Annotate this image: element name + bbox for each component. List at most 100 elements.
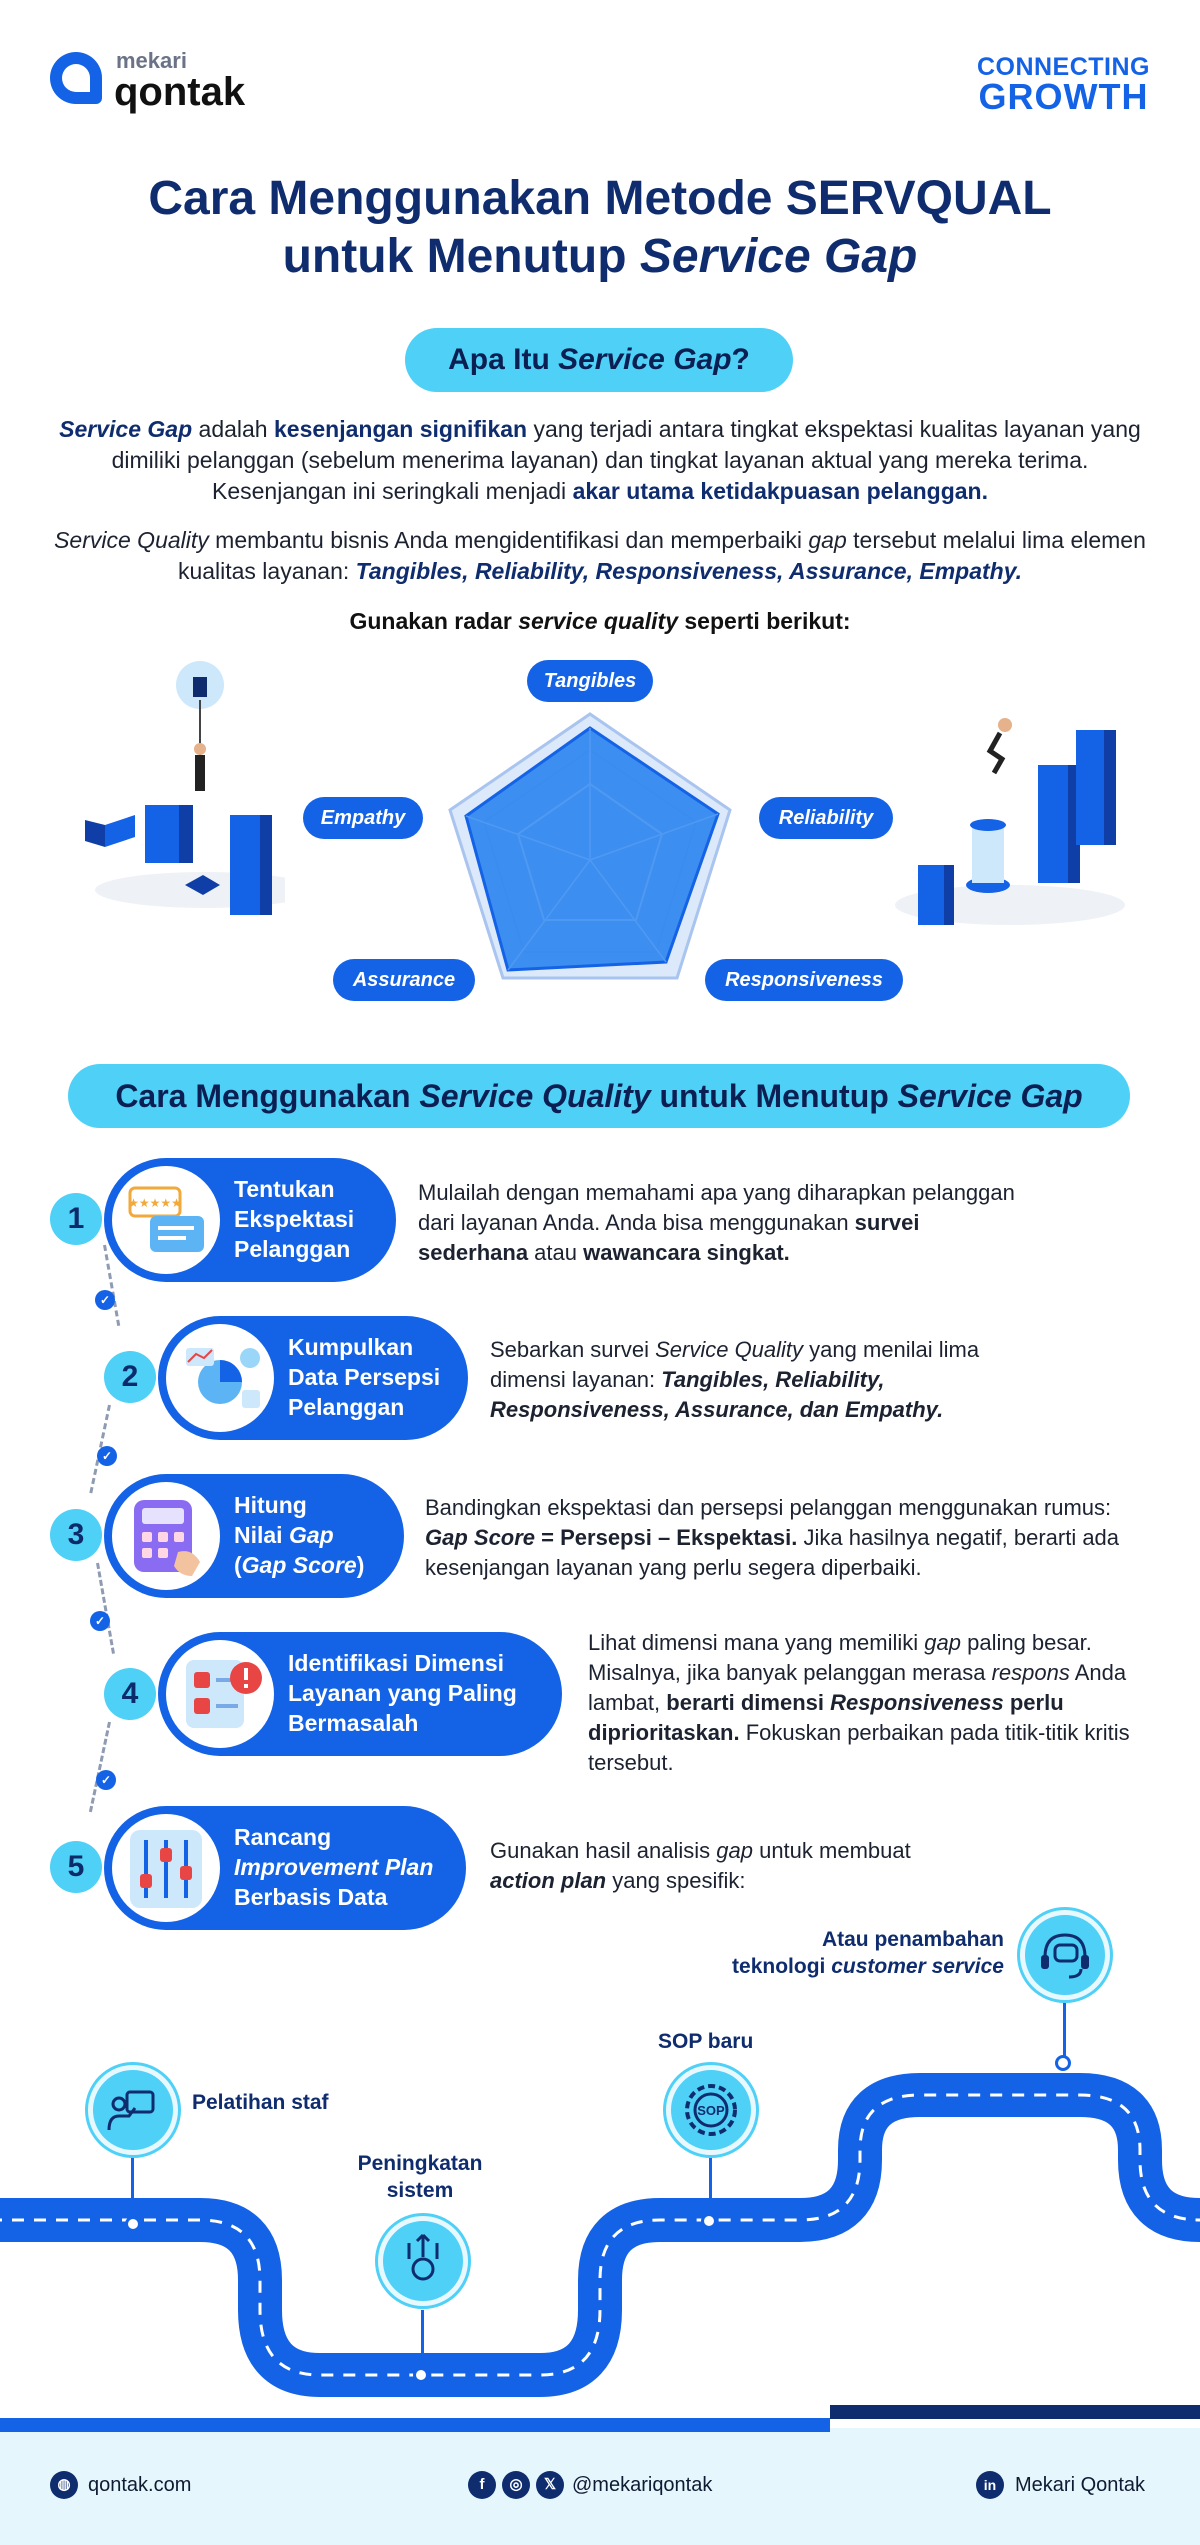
- system-improvement-icon: [378, 2216, 468, 2306]
- heading-a: Apa Itu: [448, 343, 559, 376]
- linkedin-icon[interactable]: in: [976, 2471, 1004, 2499]
- text-segment: Fokuskan perbaikan pada titik-titik krit…: [588, 1720, 1130, 1775]
- radar-axes: [465, 728, 719, 971]
- text-segment: kesenjangan signifikan: [274, 416, 528, 442]
- tagline-line2: GROWTH: [978, 75, 1149, 117]
- radar-caption-a: Gunakan radar: [349, 608, 519, 634]
- text-segment: survei sederhana: [418, 1210, 920, 1265]
- roadmap-road: [0, 2073, 1200, 2397]
- step-number: 3: [50, 1509, 102, 1561]
- text-segment: = Persepsi – Ekspektasi.: [535, 1525, 798, 1550]
- text-segment: wawancara singkat.: [583, 1240, 790, 1265]
- milestone-dot: [125, 2216, 141, 2232]
- text-segment: respons: [991, 1660, 1070, 1685]
- title-line2-b: Service Gap: [639, 229, 918, 283]
- teknologi-line2: teknologi customer service: [680, 1953, 1004, 1980]
- heading2-b: Service Quality: [419, 1078, 651, 1114]
- milestone-dot: [701, 2213, 717, 2229]
- text-segment: Gunakan hasil analisis: [490, 1838, 717, 1863]
- text-segment: tersebut melalui lima elemen kualitas la…: [177, 527, 1146, 584]
- checkmark-icon: ✓: [97, 1446, 117, 1466]
- title-line2-a: untuk Menutup: [282, 229, 640, 283]
- text-segment: berarti dimensi: [666, 1690, 831, 1715]
- teknologi-line1: Atau penambahan: [821, 1928, 1004, 1951]
- radar-label-reliability: Reliability: [759, 797, 893, 839]
- peningkatan-line1: Peningkatan: [357, 2152, 483, 2175]
- radar-data-area: [464, 726, 720, 972]
- radar-label-empathy: Empathy: [303, 797, 423, 839]
- radar-caption-b: service quality: [518, 608, 678, 634]
- instagram-icon[interactable]: ◎: [502, 2471, 530, 2499]
- footer-stripe-dark: [830, 2405, 1200, 2419]
- text-segment: gap: [716, 1838, 753, 1863]
- milestone-dot: [1055, 2055, 1071, 2071]
- text-segment: Nilai: [234, 1522, 289, 1548]
- radar-caption: Gunakan radar service quality seperti be…: [0, 608, 1200, 635]
- heading-c: ?: [731, 343, 750, 376]
- equalizer-plan-icon: [112, 1814, 220, 1922]
- text-segment: Gap Score: [425, 1525, 536, 1550]
- radar-label-responsiveness: Responsiveness: [705, 959, 903, 1001]
- text-segment: Bermasalah: [288, 1710, 419, 1736]
- text-segment: atau: [528, 1240, 584, 1265]
- text-segment: ): [356, 1552, 365, 1578]
- title-line1: Cara Menggunakan Metode SERVQUAL: [148, 172, 1052, 225]
- text-segment: Identifikasi Dimensi: [288, 1650, 505, 1676]
- step-description: Mulailah dengan memahami apa yang dihara…: [418, 1178, 1018, 1268]
- customer-service-icon: [1020, 1910, 1110, 2000]
- radar-chart: [448, 712, 732, 980]
- training-icon: [88, 2065, 178, 2155]
- text-segment: Tentukan: [234, 1176, 335, 1202]
- step-number: 4: [104, 1668, 156, 1720]
- text-segment: Jika hasilnya negatif, berarti ada kesen…: [425, 1525, 1120, 1580]
- text-segment: Service Quality: [54, 527, 209, 553]
- step-connector: [88, 1721, 111, 1813]
- text-segment: Improvement Plan: [234, 1854, 434, 1880]
- footer-social-handle[interactable]: @mekariqontak: [572, 2474, 713, 2496]
- definition-paragraph: Service Gap adalah kesenjangan signifika…: [50, 414, 1150, 507]
- qontak-logo-icon: [50, 52, 102, 104]
- text-segment: Rancang: [234, 1824, 332, 1850]
- teknologi-line2-a: teknologi: [732, 1955, 832, 1978]
- heading2-c: untuk Menutup: [650, 1078, 898, 1114]
- text-segment: gap: [924, 1630, 961, 1655]
- footer-stripe: [0, 2418, 830, 2432]
- text-segment: Kumpulkan: [288, 1334, 414, 1360]
- facebook-icon[interactable]: f: [468, 2471, 496, 2499]
- alert-checklist-icon: [166, 1640, 274, 1748]
- heading2-d: Service Gap: [897, 1078, 1083, 1114]
- sop-icon-text: SOP: [697, 2103, 725, 2118]
- step-description: Bandingkan ekspektasi dan persepsi pelan…: [425, 1493, 1125, 1583]
- text-segment: Layanan yang Paling: [288, 1680, 517, 1706]
- text-segment: Tangibles, Reliability, Responsiveness, …: [355, 558, 1023, 584]
- section-heading-how-to: Cara Menggunakan Service Quality untuk M…: [68, 1064, 1130, 1128]
- text-segment: Bandingkan ekspektasi dan persepsi pelan…: [425, 1495, 1112, 1520]
- step-number: 1: [50, 1193, 102, 1245]
- text-segment: Responsiveness: [830, 1690, 1004, 1715]
- text-segment: Berbasis Data: [234, 1884, 388, 1910]
- teknologi-line2-b: customer service: [831, 1955, 1004, 1978]
- text-segment: paling besar. Misalnya, jika banyak pela…: [588, 1630, 1092, 1685]
- tagline: CONNECTING GROWTH: [977, 55, 1150, 117]
- radar-label-tangibles: Tangibles: [527, 660, 653, 702]
- footer-linkedin[interactable]: Mekari Qontak: [1015, 2474, 1146, 2496]
- text-segment: Pelanggan: [234, 1236, 351, 1262]
- text-segment: yang spesifik:: [606, 1868, 746, 1893]
- svg-text:★★★★★: ★★★★★: [128, 1196, 182, 1210]
- milestone-sop: SOP baru: [658, 2030, 754, 2053]
- radar-caption-c: seperti berikut:: [678, 608, 851, 634]
- x-twitter-icon[interactable]: 𝕏: [536, 2471, 564, 2499]
- text-segment: Lihat dimensi mana yang memiliki: [588, 1630, 925, 1655]
- text-segment: akar utama ketidakpuasan pelanggan.: [572, 478, 988, 504]
- radar-inner-pentagon: [516, 782, 664, 921]
- text-segment: Mulailah dengan memahami apa yang dihara…: [418, 1180, 1015, 1235]
- text-segment: perlu diprioritaskan.: [588, 1690, 1064, 1745]
- footer-website[interactable]: qontak.com: [88, 2474, 192, 2496]
- text-segment: action plan: [490, 1868, 607, 1893]
